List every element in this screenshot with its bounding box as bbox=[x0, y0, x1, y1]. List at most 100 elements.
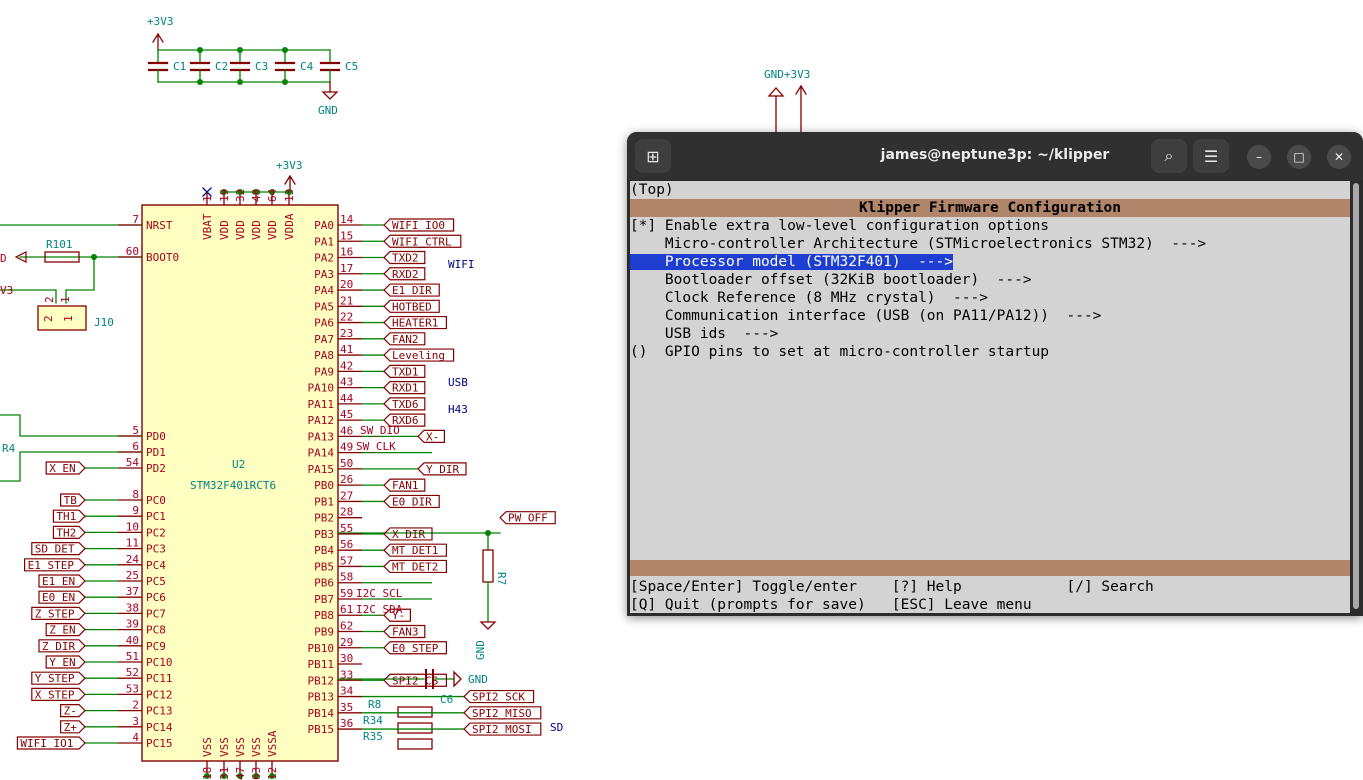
pin-number: 64 bbox=[266, 188, 279, 202]
pin-name-pc2: PC2 bbox=[146, 526, 166, 539]
pin-name: VBAT bbox=[201, 213, 214, 240]
group-usb: USB bbox=[448, 376, 468, 389]
left-label-z-dir-flag bbox=[38, 639, 86, 653]
option-processor-model[interactable]: Processor model (STM32F401) ---> bbox=[630, 253, 954, 271]
left-label-e1-step: E1_STEP bbox=[28, 559, 75, 572]
right-label-rxd2: RXD2 bbox=[392, 268, 419, 281]
right-label-mt-det1: MT_DET1 bbox=[392, 544, 438, 557]
close-icon[interactable]: ✕ bbox=[1327, 145, 1351, 169]
minimize-icon[interactable]: – bbox=[1247, 145, 1271, 169]
gnd-label: GND bbox=[318, 104, 338, 117]
right-label-rxd6-flag bbox=[383, 413, 426, 427]
pin-name-pa8: PA8 bbox=[314, 349, 334, 362]
left-label-e1-step-flag bbox=[24, 558, 86, 572]
pin-name: VDD bbox=[218, 220, 231, 240]
option-gpio-pins[interactable]: () GPIO pins to set at micro-controller … bbox=[630, 344, 1050, 360]
pin-number: 51 bbox=[126, 650, 139, 663]
right-label-spi2-mosi-flag bbox=[463, 722, 542, 736]
pin-name-pc11: PC11 bbox=[146, 672, 173, 685]
pin-name-pb3: PB3 bbox=[314, 528, 334, 541]
pin-number: 61 bbox=[340, 603, 353, 616]
pin-number: 62 bbox=[340, 620, 353, 633]
right-label-leveling-flag bbox=[383, 348, 455, 362]
pin-name-pc7: PC7 bbox=[146, 607, 166, 620]
pin-name-pb12: PB12 bbox=[308, 674, 335, 687]
option-bootloader-offset[interactable]: Bootloader offset (32KiB bootloader) ---… bbox=[630, 272, 1032, 288]
pin-name-pb5: PB5 bbox=[314, 560, 334, 573]
junction bbox=[221, 189, 227, 195]
pin-name: VSSA bbox=[266, 730, 279, 757]
left-label-e0-en-flag bbox=[38, 590, 86, 604]
pin-name-pd1: PD1 bbox=[146, 446, 166, 459]
option-usb-ids[interactable]: USB ids ---> bbox=[630, 326, 779, 342]
c6-label: C6 bbox=[440, 693, 453, 706]
left-label-y-step-flag bbox=[31, 671, 86, 685]
search-icon[interactable]: ⌕ bbox=[1151, 139, 1187, 173]
chip-part: STM32F401RCT6 bbox=[190, 479, 276, 492]
menuconfig-screen[interactable]: (Top) Klipper Firmware Configuration [*]… bbox=[630, 181, 1350, 613]
menu-title: Klipper Firmware Configuration bbox=[630, 199, 1350, 217]
left-label-e1-en: E1_EN bbox=[42, 575, 75, 588]
pin-number: 16 bbox=[340, 246, 353, 259]
option-mcu-architecture[interactable]: Micro-controller Architecture (STMicroel… bbox=[630, 236, 1207, 252]
left-label-x-step-flag bbox=[31, 687, 86, 702]
power-label-3v3: +3V3 bbox=[147, 15, 174, 28]
pin-number: 38 bbox=[126, 601, 139, 614]
pin-number: 49 bbox=[340, 441, 353, 454]
pin-name-pb8: PB8 bbox=[314, 609, 334, 622]
pin-number: 28 bbox=[340, 506, 353, 519]
pin-name-pb0: PB0 bbox=[314, 479, 334, 492]
option-clock-reference[interactable]: Clock Reference (8 MHz crystal) ---> bbox=[630, 290, 988, 306]
cap-label-c2: C2 bbox=[215, 60, 228, 73]
left-label-th1-flag bbox=[52, 509, 86, 523]
pin-number: 20 bbox=[340, 278, 353, 291]
pin-number: 56 bbox=[340, 538, 353, 551]
pin-name-pa0: PA0 bbox=[314, 219, 334, 232]
right-label-rxd2-flag bbox=[383, 267, 426, 281]
pin-number: 15 bbox=[340, 229, 353, 242]
left-label-y-en: Y_EN bbox=[49, 656, 75, 669]
pin-number: 29 bbox=[340, 636, 353, 649]
junction bbox=[269, 773, 275, 779]
cap-label-c1: C1 bbox=[173, 60, 186, 73]
pin-number: 32 bbox=[234, 189, 247, 202]
pin-name-pb2: PB2 bbox=[314, 512, 334, 525]
terminal-titlebar[interactable]: ⊞ james@neptune3p: ~/klipper ⌕ ☰ – □ ✕ bbox=[627, 132, 1363, 180]
left-cut-label-2: V3 bbox=[0, 284, 13, 297]
selected-option-text: Processor model (STM32F401) ---> bbox=[630, 254, 954, 270]
junction bbox=[197, 47, 203, 53]
j10-pin-num: 1 bbox=[59, 296, 72, 303]
pin-name-pa6: PA6 bbox=[314, 317, 334, 330]
right-label-spi2-miso: SPI2_MISO bbox=[472, 707, 532, 720]
right-label-e1-dir-flag bbox=[383, 283, 440, 297]
pin-number: 55 bbox=[340, 522, 353, 535]
group-sd: SD bbox=[550, 721, 563, 734]
terminal-scrollbar[interactable] bbox=[1351, 181, 1361, 613]
new-tab-icon[interactable]: ⊞ bbox=[635, 139, 671, 173]
pin-number: 1 bbox=[201, 195, 214, 202]
pin-number: 27 bbox=[340, 489, 353, 502]
pin-number: 40 bbox=[126, 634, 139, 647]
junction bbox=[237, 79, 243, 85]
hamburger-menu-icon[interactable]: ☰ bbox=[1193, 139, 1229, 173]
pin-number: 6 bbox=[132, 440, 139, 453]
terminal-window[interactable]: ⊞ james@neptune3p: ~/klipper ⌕ ☰ – □ ✕ (… bbox=[627, 132, 1363, 616]
scrollbar-thumb[interactable] bbox=[1353, 183, 1359, 609]
gnd-3v3-label: GND+3V3 bbox=[764, 68, 810, 81]
pin-number: 59 bbox=[340, 587, 353, 600]
pin-name-pc14: PC14 bbox=[146, 721, 173, 734]
wire-i2c-sda: I2C_SDA bbox=[356, 603, 403, 616]
pin-name: VDD bbox=[250, 220, 263, 240]
pin-number: 22 bbox=[340, 311, 353, 324]
option-extra-low-level[interactable]: [*] Enable extra low-level configuration… bbox=[630, 218, 1050, 234]
pin-name-pb10: PB10 bbox=[308, 642, 335, 655]
maximize-icon[interactable]: □ bbox=[1287, 145, 1311, 169]
left-label-z-step: Z_STEP bbox=[35, 607, 75, 620]
r8-label: R8 bbox=[368, 698, 381, 711]
option-communication-interface[interactable]: Communication interface (USB (on PA11/PA… bbox=[630, 308, 1102, 324]
right-label-fan3: FAN3 bbox=[392, 626, 419, 639]
right-label-wifi-io0: WIFI_IO0 bbox=[392, 219, 445, 232]
right-label-fan1-flag bbox=[383, 478, 426, 492]
cap-label-c5: C5 bbox=[345, 60, 358, 73]
right-label-fan2: FAN2 bbox=[392, 333, 419, 346]
